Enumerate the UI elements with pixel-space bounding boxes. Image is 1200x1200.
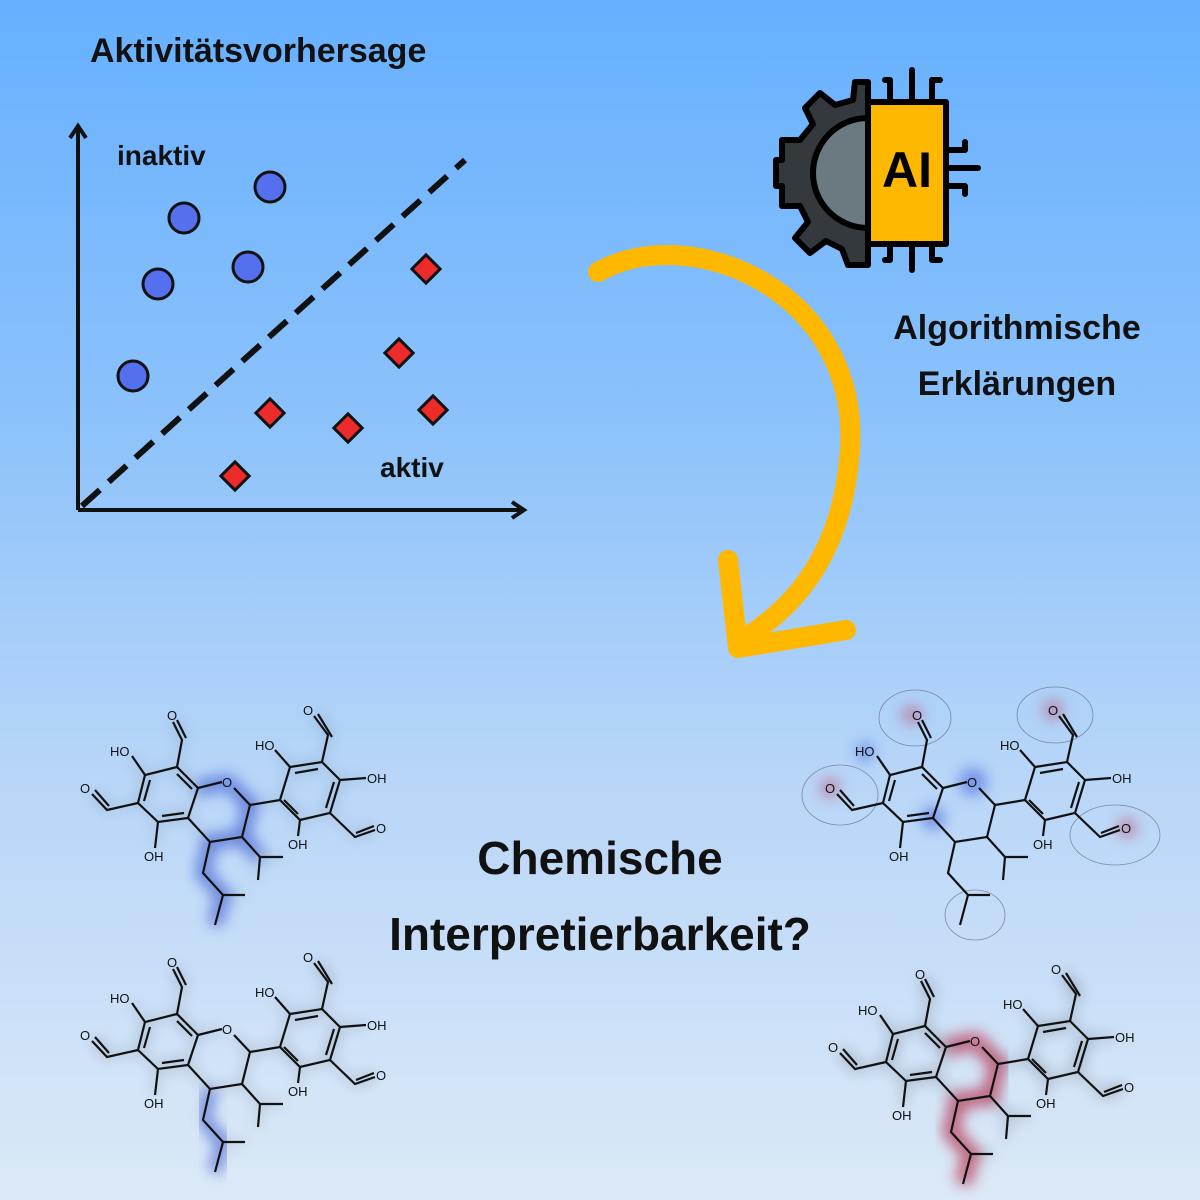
inactive-point <box>116 359 150 393</box>
y-axis-arrow <box>68 122 88 140</box>
active-point <box>331 411 365 445</box>
molecule-blue <box>80 703 387 925</box>
molecule-light <box>80 950 387 1172</box>
molecule-mixed <box>801 686 1161 941</box>
explanations-label: Algorithmische Erklärungen <box>862 300 1172 412</box>
inactive-point <box>253 170 287 204</box>
active-point <box>218 459 252 493</box>
inactive-point <box>141 267 175 301</box>
molecule-red <box>828 962 1135 1184</box>
label-inactive: inaktiv <box>117 140 206 171</box>
active-point <box>409 252 443 286</box>
decision-boundary <box>79 157 468 509</box>
active-point <box>382 336 416 370</box>
activity-plot <box>68 122 528 520</box>
inactive-points <box>116 170 287 393</box>
label-active: aktiv <box>380 452 444 483</box>
inactive-point <box>167 201 201 235</box>
ai-label: AI <box>882 142 932 198</box>
inactive-point <box>231 250 265 284</box>
question-line1: Chemische <box>477 832 723 884</box>
x-axis-arrow <box>510 500 528 520</box>
active-points <box>218 252 450 493</box>
explanations-line1: Algorithmische <box>893 309 1141 347</box>
question-label: Chemische Interpretierbarkeit? <box>350 820 850 972</box>
curved-arrow <box>588 245 861 658</box>
question-line2: Interpretierbarkeit? <box>389 908 811 960</box>
active-point <box>416 393 450 427</box>
active-point <box>253 396 287 430</box>
ai-gear-chip-icon: AI <box>773 67 981 273</box>
explanations-line2: Erklärungen <box>917 365 1117 403</box>
page-title: Aktivitätsvorhersage <box>90 32 427 70</box>
